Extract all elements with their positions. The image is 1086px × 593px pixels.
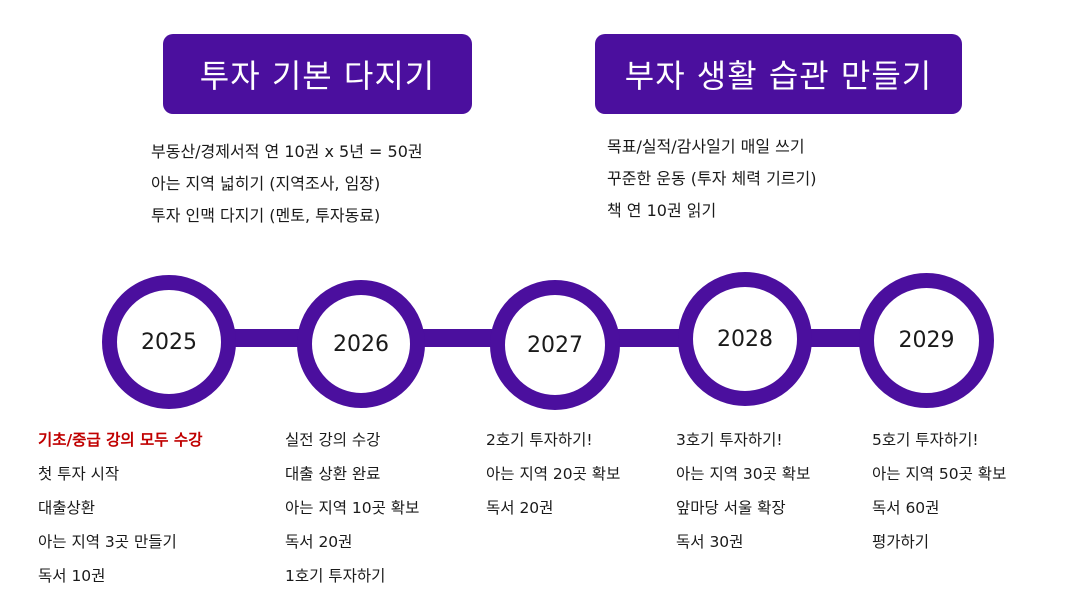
year-circle-2028: 2028 [678, 272, 812, 406]
list-item: 앞마당 서울 확장 [676, 499, 786, 517]
list-item: 대출상환 [38, 499, 96, 517]
banner-investment-basics-label: 투자 기본 다지기 [199, 57, 436, 95]
goal-item: 아는 지역 넓히기 (지역조사, 임장) [151, 174, 381, 193]
year-label: 2028 [717, 326, 773, 352]
goal-item: 부동산/경제서적 연 10권 x 5년 = 50권 [151, 142, 423, 161]
year-label: 2025 [141, 329, 197, 355]
list-item: 기초/중급 강의 모두 수강 [38, 431, 203, 449]
banner-rich-habits-label: 부자 생활 습관 만들기 [624, 57, 933, 95]
list-item: 1호기 투자하기 [285, 567, 386, 585]
list-item: 독서 10권 [38, 567, 106, 585]
goal-item: 목표/실적/감사일기 매일 쓰기 [607, 137, 805, 156]
list-item: 독서 20권 [486, 499, 554, 517]
year-column-2027: 2호기 투자하기! 아는 지역 20곳 확보 독서 20권 [486, 423, 620, 525]
list-item: 3호기 투자하기! [676, 431, 783, 449]
goal-item: 투자 인맥 다지기 (멘토, 투자동료) [151, 206, 381, 225]
list-item: 독서 20권 [285, 533, 353, 551]
goal-item: 꾸준한 운동 (투자 체력 기르기) [607, 169, 817, 188]
list-item: 대출 상환 완료 [285, 465, 381, 483]
year-circle-2026: 2026 [297, 280, 425, 408]
year-circle-2027: 2027 [490, 280, 620, 410]
list-item: 아는 지역 10곳 확보 [285, 499, 420, 517]
banner-rich-habits: 부자 생활 습관 만들기 [595, 34, 962, 114]
year-label: 2027 [527, 332, 583, 358]
list-item: 2호기 투자하기! [486, 431, 593, 449]
year-column-2028: 3호기 투자하기! 아는 지역 30곳 확보 앞마당 서울 확장 독서 30권 [676, 423, 810, 559]
list-item: 평가하기 [872, 533, 930, 551]
list-item: 5호기 투자하기! [872, 431, 979, 449]
year-label: 2026 [333, 331, 389, 357]
goal-list-rich-habits: 목표/실적/감사일기 매일 쓰기 꾸준한 운동 (투자 체력 기르기) 책 연 … [607, 131, 816, 227]
list-item: 독서 60권 [872, 499, 940, 517]
year-circle-2029: 2029 [859, 273, 994, 408]
banner-investment-basics: 투자 기본 다지기 [163, 34, 472, 114]
list-item: 아는 지역 50곳 확보 [872, 465, 1007, 483]
list-item: 아는 지역 20곳 확보 [486, 465, 621, 483]
goal-item: 책 연 10권 읽기 [607, 201, 717, 220]
list-item: 독서 30권 [676, 533, 744, 551]
list-item: 아는 지역 3곳 만들기 [38, 533, 177, 551]
year-label: 2029 [898, 328, 955, 353]
year-column-2025: 기초/중급 강의 모두 수강 첫 투자 시작 대출상환 아는 지역 3곳 만들기… [38, 423, 202, 593]
list-item: 첫 투자 시작 [38, 465, 120, 483]
list-item: 실전 강의 수강 [285, 431, 381, 449]
list-item: 아는 지역 30곳 확보 [676, 465, 811, 483]
year-column-2029: 5호기 투자하기! 아는 지역 50곳 확보 독서 60권 평가하기 [872, 423, 1006, 559]
year-circle-2025: 2025 [102, 275, 236, 409]
year-column-2026: 실전 강의 수강 대출 상환 완료 아는 지역 10곳 확보 독서 20권 1호… [285, 423, 419, 593]
goal-list-investment-basics: 부동산/경제서적 연 10권 x 5년 = 50권 아는 지역 넓히기 (지역조… [151, 136, 423, 232]
